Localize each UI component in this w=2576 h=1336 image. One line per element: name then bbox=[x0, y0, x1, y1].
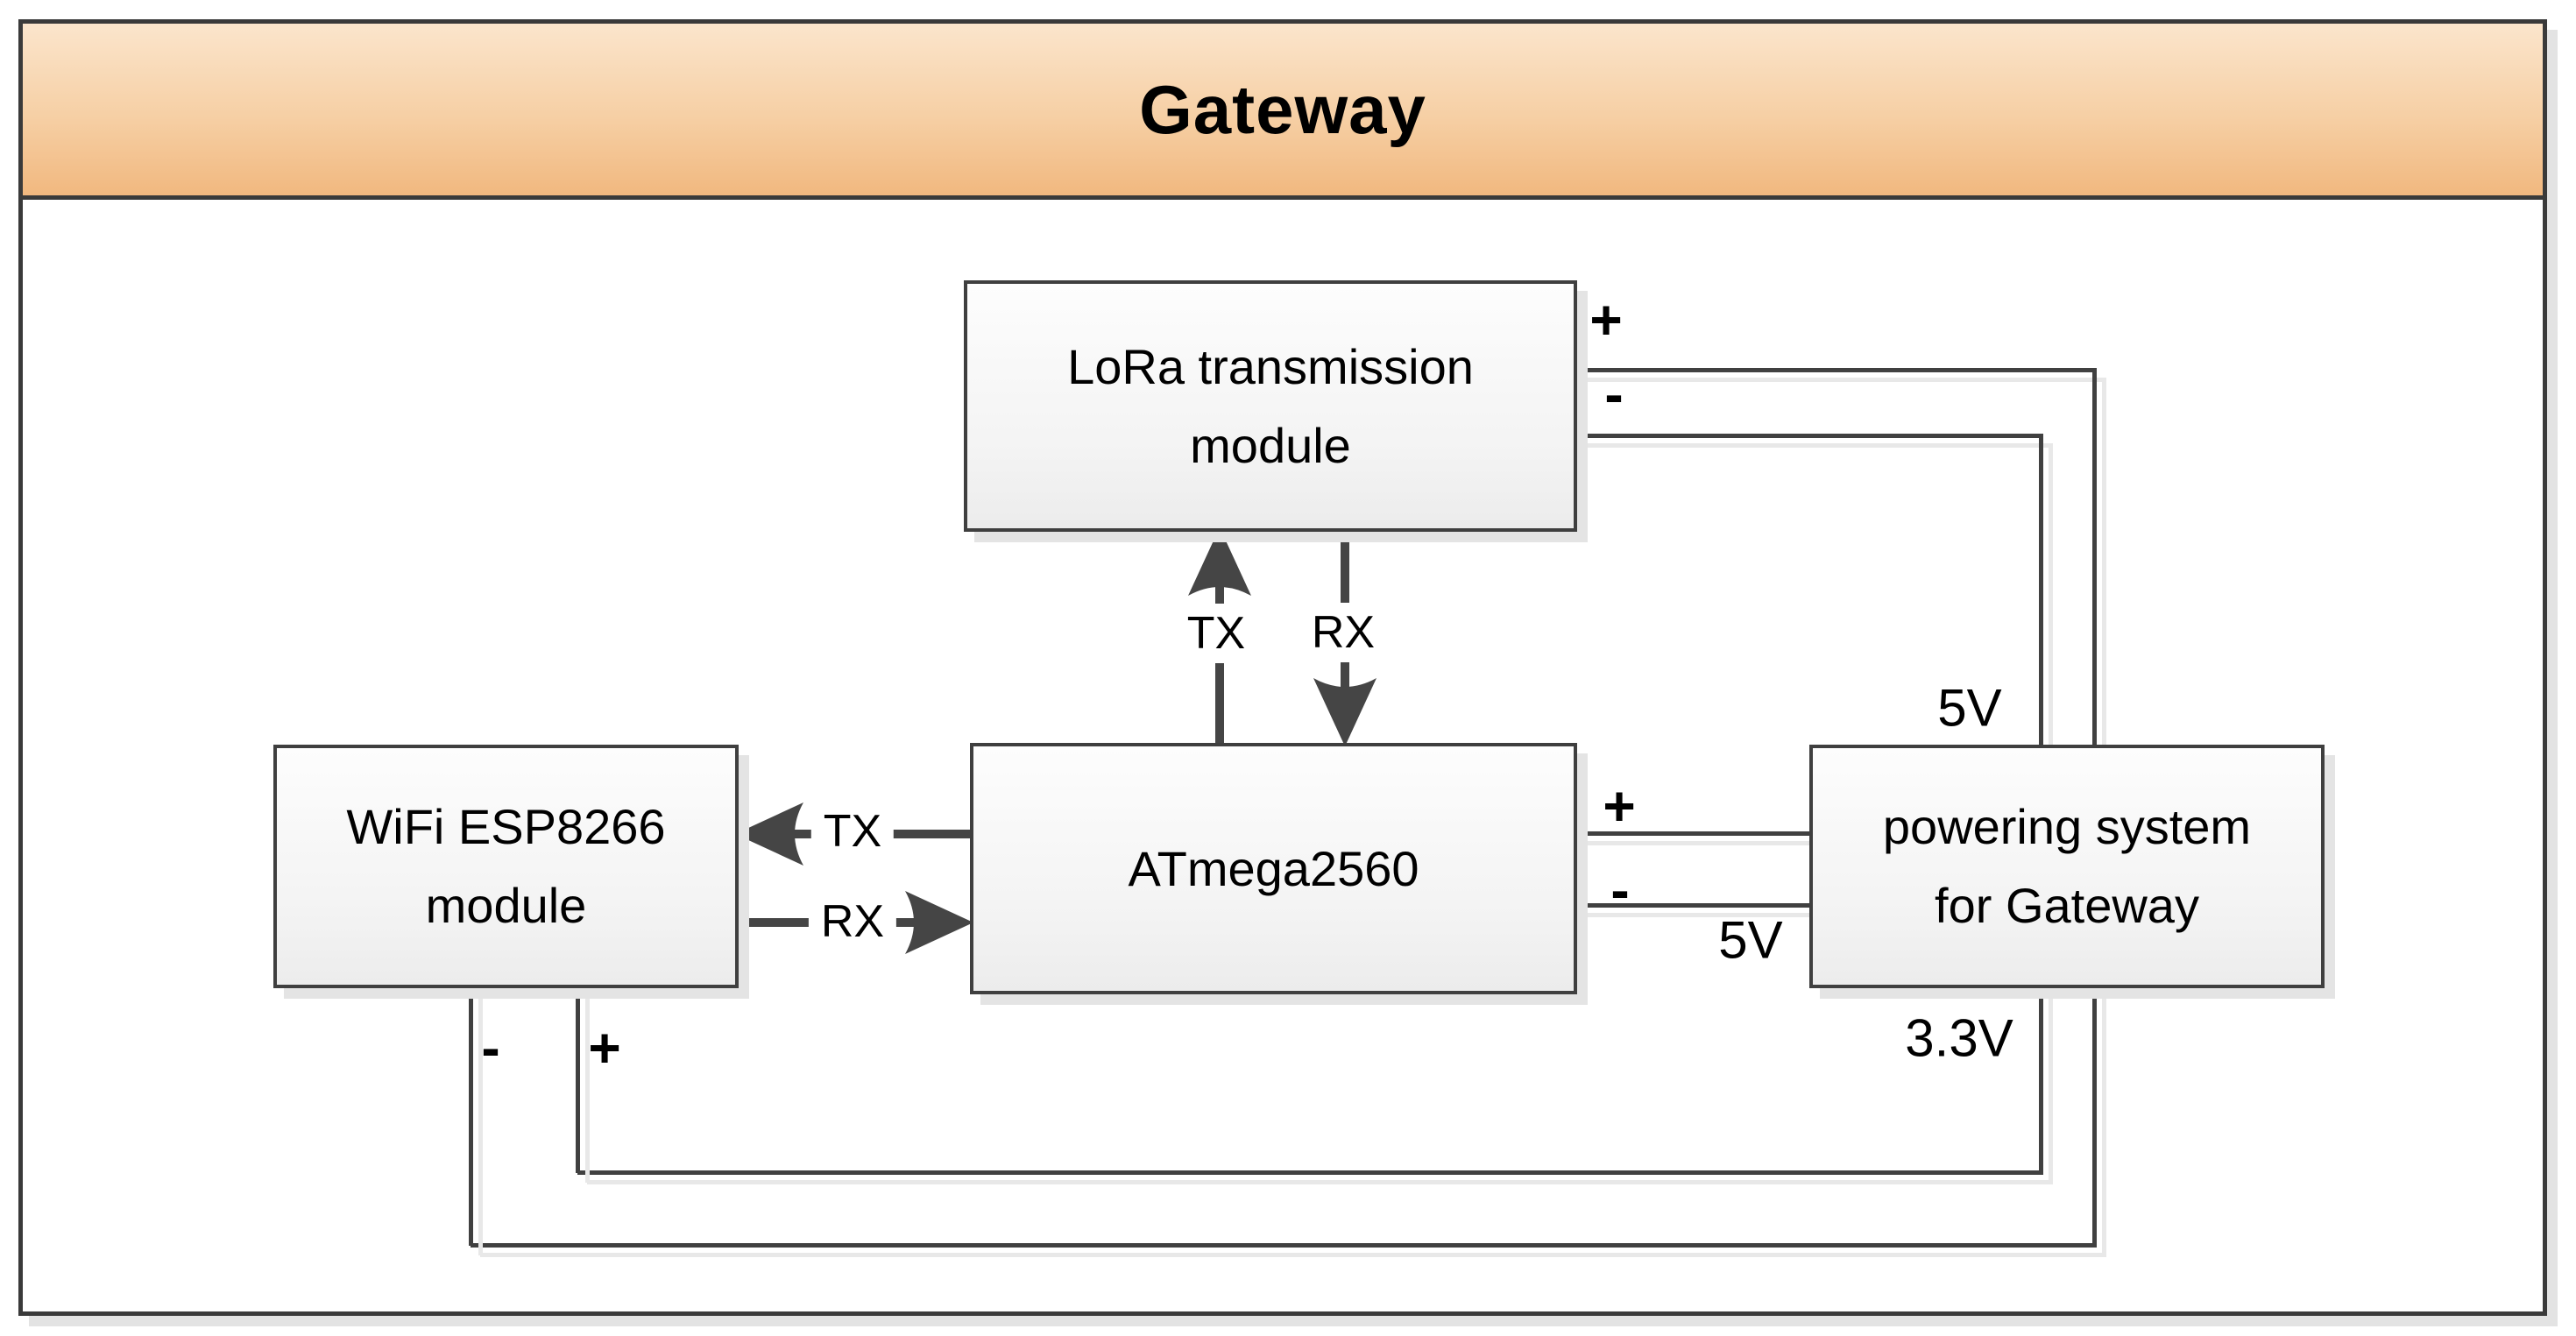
wire-wifi-plus-vertical bbox=[576, 985, 580, 1173]
label-wifi-plus: + bbox=[588, 1016, 621, 1079]
label-lora-tx: TX bbox=[1174, 604, 1258, 663]
diagram-frame: Gateway bbox=[18, 19, 2547, 1316]
power-label-line1: powering system bbox=[1882, 799, 2252, 854]
page-title: Gateway bbox=[1139, 70, 1426, 148]
power-label-line2: for Gateway bbox=[1935, 878, 2199, 933]
wire-atmega-minus bbox=[1577, 903, 1809, 908]
wire-power-inner-vertical-right bbox=[2039, 985, 2043, 1174]
box-lora-module: LoRa transmission module bbox=[964, 280, 1577, 532]
wifi-label-line2: module bbox=[425, 878, 587, 933]
box-powering-system: powering system for Gateway bbox=[1809, 745, 2325, 988]
label-5v-top: 5V bbox=[1937, 678, 2002, 738]
box-wifi-module: WiFi ESP8266 module bbox=[273, 745, 739, 988]
wire-power-outer-vertical-right bbox=[2092, 985, 2097, 1247]
wire-lora-minus-horizontal bbox=[1577, 434, 2043, 438]
wire-atmega-plus bbox=[1577, 831, 1809, 836]
lora-label-line1: LoRa transmission bbox=[1067, 338, 1474, 394]
label-wifi-minus: - bbox=[481, 1016, 500, 1079]
wire-bottom-outer-horizontal bbox=[471, 1243, 2097, 1248]
wire-lora-plus-horizontal bbox=[1577, 368, 2097, 372]
label-lora-minus: - bbox=[1604, 363, 1624, 426]
label-wifi-rx: RX bbox=[808, 892, 897, 951]
atmega-label: ATmega2560 bbox=[1128, 840, 1419, 896]
wire-bottom-inner-horizontal bbox=[577, 1170, 2043, 1175]
wire-wifi-minus-vertical bbox=[469, 985, 473, 1246]
label-5v-mid: 5V bbox=[1718, 910, 1783, 970]
label-3v3: 3.3V bbox=[1905, 1008, 2013, 1068]
lora-label-line2: module bbox=[1190, 417, 1351, 473]
box-atmega: ATmega2560 bbox=[970, 743, 1577, 994]
label-atmega-plus: + bbox=[1603, 774, 1636, 838]
wifi-label-line1: WiFi ESP8266 bbox=[346, 799, 666, 854]
wire-lora-plus-vertical bbox=[2092, 368, 2097, 745]
label-wifi-tx: TX bbox=[810, 802, 895, 861]
label-atmega-minus: - bbox=[1610, 859, 1630, 922]
label-lora-plus: + bbox=[1589, 288, 1623, 351]
label-lora-rx: RX bbox=[1299, 603, 1388, 662]
diagram-header: Gateway bbox=[23, 24, 2543, 200]
wire-lora-minus-vertical bbox=[2039, 434, 2043, 745]
